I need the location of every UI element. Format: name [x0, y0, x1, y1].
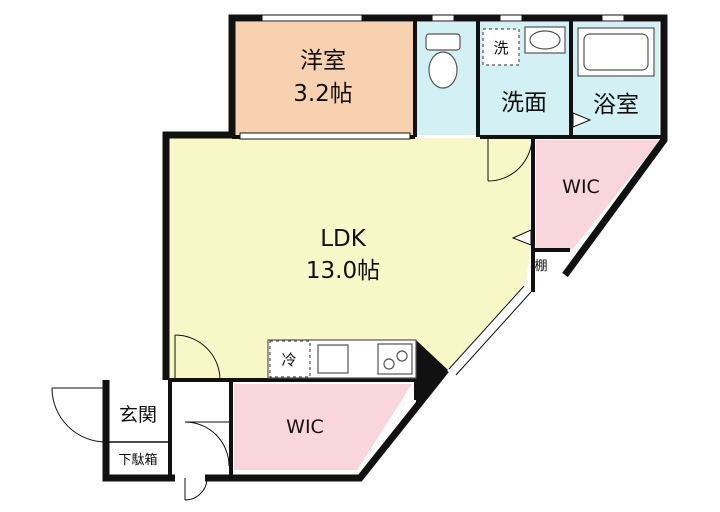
washer-space — [482, 28, 520, 66]
washbasin-fixture — [524, 26, 566, 54]
outer-walls — [102, 14, 668, 482]
washer-label: 洗 — [493, 39, 508, 57]
shelf-label: 棚 — [534, 259, 547, 274]
fridge-label: 冷 — [281, 351, 296, 369]
washroom-label: 洗面 — [501, 90, 547, 116]
toilet-fixture — [425, 33, 461, 89]
top-windows — [261, 14, 625, 22]
entrance-label: 玄関 — [119, 404, 157, 426]
diagonal-window — [448, 285, 532, 376]
western-room-fill — [235, 22, 413, 135]
bathtub-fixture — [577, 27, 655, 77]
kitchen-counter — [267, 339, 417, 379]
western-room-size: 3.2帖 — [293, 81, 353, 107]
sink — [317, 344, 349, 374]
bath-label: 浴室 — [593, 92, 639, 118]
wic-upper-fill — [536, 140, 660, 250]
wic-lower-label: WIC — [286, 416, 324, 438]
wic-lower-fill — [234, 384, 412, 470]
bath-entry-mark — [572, 112, 592, 128]
wic-upper-entry-mark — [511, 229, 532, 246]
door-swings — [51, 136, 533, 501]
shoe-box-label: 下駄箱 — [118, 452, 157, 468]
ldk-size: 13.0帖 — [306, 258, 380, 284]
ldk-fill — [169, 138, 530, 378]
ldk-label: LDK — [320, 226, 367, 252]
fridge-space — [269, 340, 311, 378]
entrance-fill — [106, 380, 170, 474]
western-room-label: 洋室 — [300, 48, 346, 74]
stove — [377, 343, 413, 375]
western-room-sliding-door — [239, 132, 411, 140]
wic-upper-label: WIC — [562, 176, 600, 198]
